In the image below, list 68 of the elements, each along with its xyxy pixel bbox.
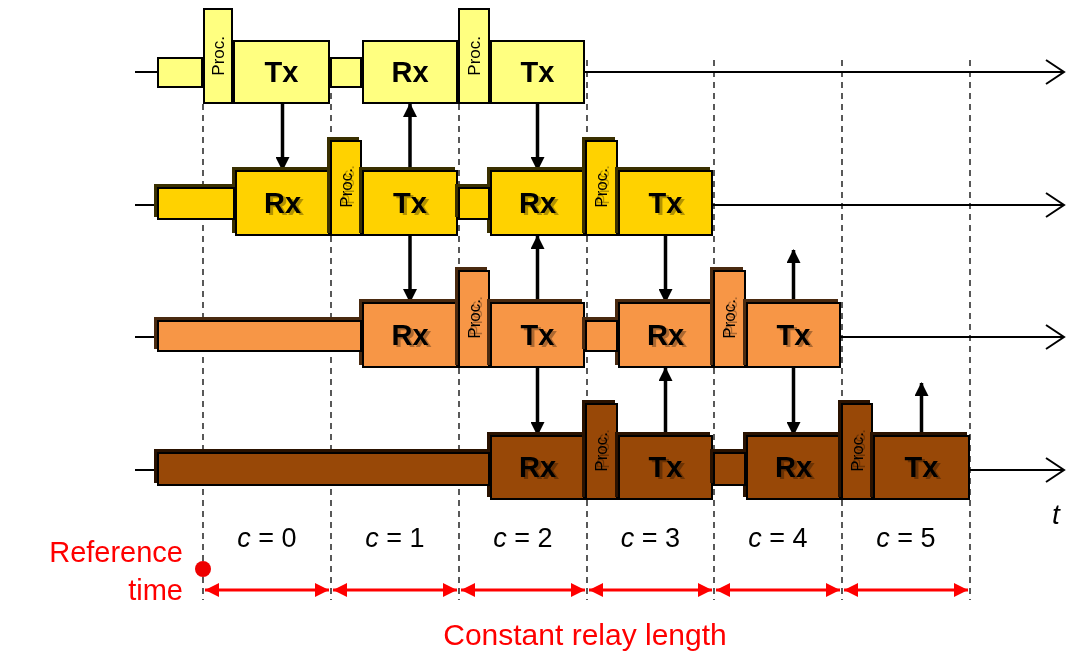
block-label: Proc. — [209, 36, 227, 76]
slot-block — [362, 40, 458, 104]
interval-label: c = 3 — [619, 522, 682, 555]
block-label: Rx — [518, 188, 557, 218]
processing-block — [585, 140, 618, 236]
block-label: Tx — [393, 188, 427, 218]
slot-block — [618, 302, 713, 368]
block-label: Proc. — [465, 36, 483, 76]
processing-block — [458, 270, 490, 368]
timeline-bar — [458, 187, 490, 220]
arrow — [658, 367, 673, 435]
slot-block — [490, 435, 585, 500]
interval-label: c = 0 — [236, 522, 298, 555]
interval-label: c = 2 — [492, 522, 554, 555]
block-label: Rx — [391, 320, 429, 350]
slot-block — [235, 170, 330, 236]
slot-block — [362, 302, 458, 368]
slot-block — [873, 435, 970, 500]
timeline-bar — [157, 320, 362, 352]
processing-block — [841, 403, 873, 500]
interval-label: c = 1 — [364, 522, 426, 555]
block-label: Tx — [648, 188, 683, 218]
timeline-bar — [713, 452, 746, 486]
slot-block — [618, 435, 713, 500]
slot-block — [618, 170, 713, 236]
block-label: Rx — [774, 453, 813, 482]
slot-block — [490, 302, 585, 368]
slot-block — [746, 302, 841, 368]
block-label: Proc. — [465, 299, 483, 339]
timeline-bar — [157, 452, 490, 486]
arrow — [914, 382, 929, 435]
block-label: Proc. — [593, 168, 610, 208]
block-label: Tx — [264, 57, 299, 87]
processing-block — [585, 403, 618, 500]
arrow — [403, 103, 417, 170]
processing-block — [203, 8, 233, 104]
block-label: Tx — [648, 453, 683, 482]
slot-block — [746, 435, 841, 500]
block-label: Rx — [646, 320, 685, 350]
interval-label: c = 5 — [875, 522, 937, 555]
arrow — [786, 249, 801, 302]
block-label: Tx — [776, 320, 811, 350]
arrow — [530, 235, 545, 302]
timeline-bar — [585, 320, 618, 352]
block-label: Rx — [518, 453, 557, 482]
slot-block — [490, 170, 585, 236]
slot-block — [490, 40, 585, 104]
processing-block — [330, 140, 362, 236]
slot-block — [233, 40, 330, 104]
slot-block — [362, 170, 458, 236]
processing-block — [713, 270, 746, 368]
axis-label: t — [1052, 498, 1062, 532]
block-label: Rx — [263, 188, 302, 218]
processing-block — [458, 8, 490, 104]
timeline-bar — [330, 57, 362, 88]
interval-label: c = 4 — [747, 522, 809, 555]
timeline-bar — [157, 187, 235, 220]
block-label: Tx — [520, 57, 555, 87]
annotation-text: Reference time — [48, 535, 183, 608]
block-label: Proc. — [721, 299, 738, 339]
block-label: Proc. — [848, 431, 866, 472]
timeline-bar — [157, 57, 203, 88]
block-label: Tx — [520, 320, 555, 350]
block-label: Proc. — [337, 168, 355, 208]
block-label: Rx — [391, 57, 429, 87]
annotation-text: Constant relay length — [442, 617, 728, 653]
block-label: Tx — [904, 453, 939, 482]
block-label: Proc. — [593, 431, 610, 472]
